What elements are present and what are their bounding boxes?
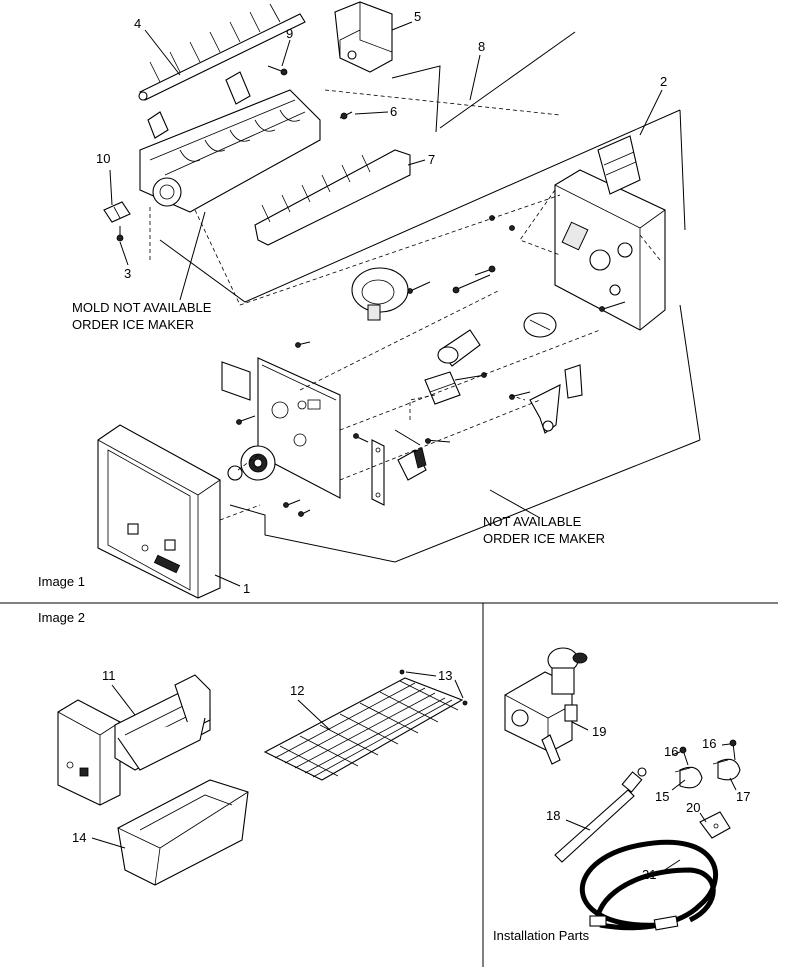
note-mold-line1: MOLD NOT AVAILABLE: [72, 300, 212, 315]
heater-clip: [397, 447, 427, 481]
motor: [351, 267, 409, 321]
callout-14: 14: [72, 830, 86, 845]
small-lever: [564, 364, 583, 399]
assembly-lines: [149, 89, 661, 521]
callout-8: 8: [478, 39, 485, 54]
thermostat: [437, 329, 481, 367]
part-8-harness: [391, 31, 576, 133]
note-na-line2: ORDER ICE MAKER: [483, 531, 605, 546]
switch: [523, 312, 557, 338]
part-7-stripper: [254, 149, 411, 246]
callout-12: 12: [290, 683, 304, 698]
leader-lines-installation: [565, 721, 737, 874]
part-20-bracket: [699, 811, 731, 839]
part-13-screws: [399, 669, 468, 706]
leader-lines-image2: [91, 671, 464, 849]
section-label-image1: Image 1: [38, 574, 85, 589]
callout-2: 2: [660, 74, 667, 89]
switch-assembly: [424, 371, 461, 405]
callout-16b: 16: [702, 736, 716, 751]
bracket-right: [371, 439, 385, 506]
callout-4: 4: [134, 16, 141, 31]
plate-screws: [236, 341, 311, 517]
part-3-screw: [116, 226, 124, 242]
ice-mold-tray: [139, 71, 321, 213]
callout-11: 11: [102, 668, 116, 683]
shutoff-lever: [529, 384, 561, 434]
part-1-front-cover: [97, 424, 221, 599]
callout-13: 13: [438, 668, 452, 683]
part-19-water-valve: [504, 647, 588, 765]
callout-7: 7: [428, 152, 435, 167]
part-12-wire-shelf: [263, 677, 464, 781]
part-10-clip: [103, 201, 131, 223]
section-label-installation: Installation Parts: [493, 928, 590, 943]
part-4-ejector-rake: [138, 3, 306, 101]
callout-16a: 16: [664, 744, 678, 759]
mounting-plate: [257, 357, 341, 499]
callout-17: 17: [736, 789, 750, 804]
part-2-connector: [597, 135, 641, 195]
callout-5: 5: [414, 9, 421, 24]
callout-15: 15: [655, 789, 669, 804]
callout-1: 1: [243, 581, 250, 596]
leader-lines-image1: [109, 21, 663, 587]
part-11-ice-maker-assembly: [57, 674, 211, 806]
bracket-screws: [353, 429, 451, 446]
section-label-image2: Image 2: [38, 610, 85, 625]
callout-21: 21: [642, 867, 656, 882]
note-mold-line2: ORDER ICE MAKER: [72, 317, 194, 332]
outline-lines: [159, 109, 701, 563]
insulation-pad: [221, 361, 251, 401]
control-housing: [554, 169, 666, 331]
part-5-bracket: [334, 1, 393, 73]
callout-9: 9: [286, 26, 293, 41]
part-18-tube-adapter: [554, 767, 647, 863]
callout-6: 6: [390, 104, 397, 119]
callout-3: 3: [124, 266, 131, 281]
callout-18: 18: [546, 808, 560, 823]
part-16-screw-b: [729, 739, 737, 761]
callout-19: 19: [592, 724, 606, 739]
gear: [227, 445, 276, 481]
part-16-screw-a: [679, 746, 689, 766]
note-na-line1: NOT AVAILABLE: [483, 514, 582, 529]
part-6-screw: [339, 111, 353, 120]
callout-20: 20: [686, 800, 700, 815]
exploded-ice-maker-view: [97, 1, 701, 599]
callout-10: 10: [96, 151, 110, 166]
part-9-screw: [267, 65, 288, 76]
part-17-clamp: [712, 758, 741, 781]
part-15-clamp: [674, 766, 703, 789]
part-14-ice-bin: [117, 779, 249, 886]
part-21-water-line: [580, 839, 718, 931]
